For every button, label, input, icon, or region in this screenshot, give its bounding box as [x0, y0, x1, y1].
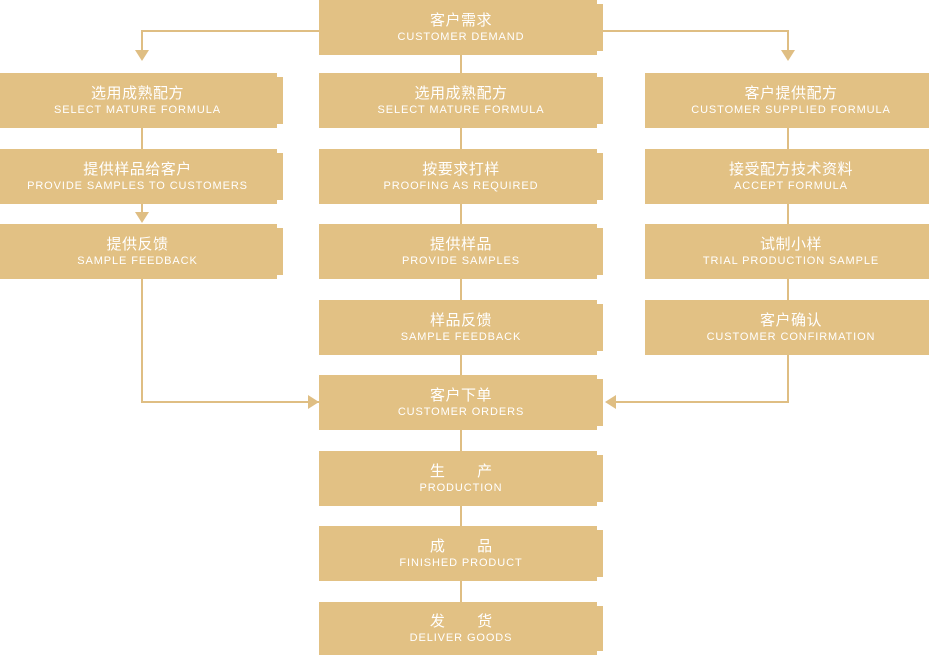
connector-right-1 [787, 128, 789, 150]
connector-middle-0 [460, 55, 462, 73]
connector-right-exit-across [616, 401, 789, 403]
node-title-cn: 提供样品 [429, 235, 492, 253]
node-title-en: DELIVER GOODS [409, 631, 513, 644]
node-title-cn: 发 货 [429, 612, 507, 630]
node-title-en: CUSTOMER ORDERS [397, 405, 525, 418]
node-middle-proofing-as-required[interactable]: 按要求打样 PROOFING AS REQUIRED [319, 149, 603, 204]
connector-right-3 [787, 279, 789, 301]
connector-left-branch-drop [141, 30, 143, 52]
node-title-en: ACCEPT FORMULA [734, 179, 848, 192]
arrowhead-into-orders-left [308, 395, 319, 409]
node-customer-orders[interactable]: 客户下单 CUSTOMER ORDERS [319, 375, 603, 430]
node-title-cn: 生 产 [429, 462, 507, 480]
connector-left-2 [141, 203, 143, 214]
node-right-customer-supplied-formula[interactable]: 客户提供配方 CUSTOMER SUPPLIED FORMULA [645, 73, 929, 128]
connector-trunk-1 [460, 429, 462, 451]
node-title-cn: 提供反馈 [106, 235, 169, 253]
node-deliver-goods[interactable]: 发 货 DELIVER GOODS [319, 602, 603, 655]
node-title-cn: 样品反馈 [429, 311, 492, 329]
node-title-en: CUSTOMER CONFIRMATION [706, 330, 876, 343]
node-title-cn: 成 品 [429, 537, 507, 555]
node-title-en: CUSTOMER DEMAND [397, 30, 525, 43]
node-title-cn: 选用成熟配方 [90, 84, 184, 102]
node-title-en: PROVIDE SAMPLES TO CUSTOMERS [27, 179, 248, 192]
node-middle-provide-samples[interactable]: 提供样品 PROVIDE SAMPLES [319, 224, 603, 279]
connector-middle-1 [460, 128, 462, 150]
connector-middle-2 [460, 203, 462, 225]
connector-left-exit-across [141, 401, 319, 403]
node-title-cn: 按要求打样 [422, 160, 500, 178]
node-title-en: PRODUCTION [419, 481, 503, 494]
connector-trunk-3 [460, 580, 462, 602]
node-customer-demand[interactable]: 客户需求 CUSTOMER DEMAND [319, 0, 603, 55]
node-title-en: TRIAL PRODUCTION SAMPLE [702, 254, 880, 267]
connector-right-exit-down [787, 354, 789, 403]
arrowhead-into-orders-right [605, 395, 616, 409]
node-title-en: SAMPLE FEEDBACK [77, 254, 198, 267]
node-title-cn: 选用成熟配方 [414, 84, 508, 102]
node-title-en: PROVIDE SAMPLES [401, 254, 521, 267]
node-left-provide-samples-to-customers[interactable]: 提供样品给客户 PROVIDE SAMPLES TO CUSTOMERS [0, 149, 283, 204]
node-finished-product[interactable]: 成 品 FINISHED PRODUCT [319, 526, 603, 581]
connector-trunk-2 [460, 505, 462, 527]
arrowhead-right-branch [781, 50, 795, 61]
node-left-sample-feedback[interactable]: 提供反馈 SAMPLE FEEDBACK [0, 224, 283, 279]
connector-left-exit-down [141, 279, 143, 403]
connector-middle-4 [460, 354, 462, 376]
node-title-en: FINISHED PRODUCT [399, 556, 523, 569]
arrowhead-left-branch [135, 50, 149, 61]
node-title-cn: 提供样品给客户 [83, 160, 192, 178]
node-title-cn: 试制小样 [759, 235, 822, 253]
node-title-en: SELECT MATURE FORMULA [377, 103, 545, 116]
node-right-customer-confirmation[interactable]: 客户确认 CUSTOMER CONFIRMATION [645, 300, 929, 355]
node-right-accept-formula[interactable]: 接受配方技术资料 ACCEPT FORMULA [645, 149, 929, 204]
node-middle-select-mature-formula[interactable]: 选用成熟配方 SELECT MATURE FORMULA [319, 73, 603, 128]
connector-right-2 [787, 203, 789, 225]
node-left-select-mature-formula[interactable]: 选用成熟配方 SELECT MATURE FORMULA [0, 73, 283, 128]
node-title-cn: 客户确认 [759, 311, 822, 329]
node-title-cn: 客户下单 [429, 386, 492, 404]
connector-left-1 [141, 128, 143, 150]
node-title-cn: 客户提供配方 [744, 84, 838, 102]
node-right-trial-production-sample[interactable]: 试制小样 TRIAL PRODUCTION SAMPLE [645, 224, 929, 279]
node-title-en: SAMPLE FEEDBACK [400, 330, 522, 343]
connector-middle-3 [460, 279, 462, 301]
arrowhead-left-2 [135, 212, 149, 223]
node-middle-sample-feedback[interactable]: 样品反馈 SAMPLE FEEDBACK [319, 300, 603, 355]
node-title-cn: 客户需求 [429, 11, 492, 29]
node-production[interactable]: 生 产 PRODUCTION [319, 451, 603, 506]
node-title-en: SELECT MATURE FORMULA [53, 103, 221, 116]
connector-right-branch-drop [787, 30, 789, 52]
node-title-cn: 接受配方技术资料 [728, 160, 853, 178]
node-title-en: CUSTOMER SUPPLIED FORMULA [691, 103, 891, 116]
node-title-en: PROOFING AS REQUIRED [383, 179, 539, 192]
